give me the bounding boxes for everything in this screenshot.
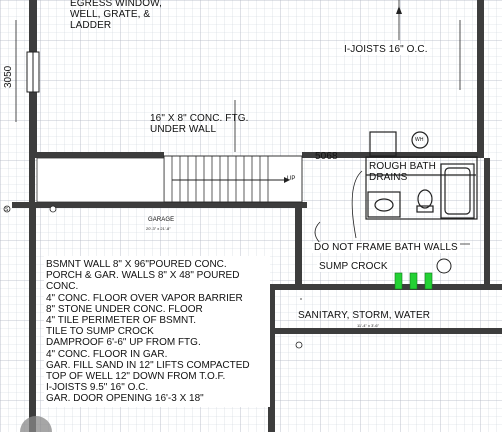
garage-title-label: GARAGE <box>148 217 175 223</box>
sump-crock-label: SUMP CROCK <box>317 261 390 272</box>
footing-line-2: UNDER WALL <box>150 124 217 135</box>
stair-up-label: UP <box>287 176 296 182</box>
footing-label: 16" X 8" CONC. FTG. UNDER WALL <box>150 113 248 135</box>
i-joists-label: I-JOISTS 16" O.C. <box>342 44 430 55</box>
egress-line-3: LADDER <box>70 20 112 31</box>
leader-lines <box>15 0 470 300</box>
pipe-storm <box>409 272 418 290</box>
note-line: 4" CONC. FLOOR OVER VAPOR BARRIER <box>46 292 243 304</box>
sanitary-dims-label: 11'-4" x 3'-6" <box>357 323 380 328</box>
vanity <box>367 191 401 218</box>
sink <box>374 198 394 212</box>
egress-window <box>26 51 40 93</box>
egress-line-2: WELL, GRATE, & <box>70 9 151 20</box>
do-not-frame-label: DO NOT FRAME BATH WALLS <box>312 242 460 253</box>
door-size-label: 5068 <box>315 151 338 162</box>
footing-line-1: 16" X 8" CONC. FTG. <box>150 113 249 124</box>
note-line: PORCH & GAR. WALLS 8" X 48" POURED <box>46 270 240 282</box>
egress-line-1: EGRESS WINDOW, <box>70 0 162 9</box>
bath-enclosure <box>365 156 478 220</box>
pipe-water <box>424 272 433 290</box>
note-line: TILE TO SUMP CROCK <box>46 326 154 338</box>
stair-treads <box>171 156 269 202</box>
note-line: DAMPROOF 6'-6" UP FROM FTG. <box>46 337 201 349</box>
stair-arrow-icon <box>284 177 290 183</box>
note-line: TOP OF WELL 12" DOWN FROM T.O.F. <box>46 371 226 383</box>
marker-s-label: S <box>5 207 9 213</box>
garage-dims-label: 20'-3" x 21'-8" <box>146 226 171 231</box>
bathtub-inner <box>444 167 471 215</box>
egress-window-label: EGRESS WINDOW, WELL, GRATE, & LADDER <box>70 0 162 31</box>
note-line: 4" TILE PERIMETER OF BSMNT. <box>46 315 197 327</box>
stair-landing <box>36 157 165 203</box>
bathtub <box>440 163 475 219</box>
rough-bath-line-2: DRAINS <box>369 172 408 183</box>
basement-south-wall-right <box>302 152 477 158</box>
east-wall-upper <box>477 0 484 158</box>
up-arrow-icon <box>396 6 402 14</box>
garage-east-wall <box>295 202 302 288</box>
porch-west-wall <box>268 284 275 432</box>
stairway <box>163 155 303 203</box>
note-line: CONC. <box>46 281 79 293</box>
rough-bath-label: ROUGH BATH DRAINS <box>369 161 436 183</box>
garage-west-wall <box>29 202 36 432</box>
sump-crock-symbol <box>436 258 452 274</box>
toilet-tank <box>416 205 434 213</box>
note-line: I-JOISTS 9.5" 16" O.C. <box>46 382 149 394</box>
bath-framing <box>365 131 478 220</box>
note-line: GAR. FILL SAND IN 12" LIFTS COMPACTED <box>46 359 250 371</box>
water-heater-box <box>369 131 397 157</box>
garage-north-wall <box>12 202 307 208</box>
water-heater-circle <box>411 131 429 149</box>
corner-logo-icon <box>20 416 52 432</box>
service-pipes <box>394 272 433 290</box>
porch-south-wall <box>268 328 502 334</box>
note-line: GAR. DOOR OPENING 16'-3 X 18" <box>46 393 204 405</box>
rough-bath-line-1: ROUGH BATH <box>369 161 436 172</box>
basement-south-wall-left <box>29 152 164 158</box>
toilet <box>417 189 433 209</box>
note-line: 4" CONC. FLOOR IN GAR. <box>46 348 168 360</box>
porch-north-wall <box>268 284 502 290</box>
window-size-label: 3050 <box>3 65 14 88</box>
construction-notes: BSMNT WALL 8" X 96"POURED CONC. PORCH & … <box>44 256 270 407</box>
sanitary-label: SANITARY, STORM, WATER <box>298 310 431 321</box>
stair-west-wall <box>29 152 35 204</box>
section-markers <box>3 205 303 349</box>
note-line: 8" STONE UNDER CONC. FLOOR <box>46 303 203 315</box>
east-wall-lower <box>484 158 490 290</box>
water-heater-label: WH <box>415 137 424 143</box>
pipe-sanitary <box>394 272 403 290</box>
note-line: BSMNT WALL 8" X 96"POURED CONC. <box>46 259 227 270</box>
